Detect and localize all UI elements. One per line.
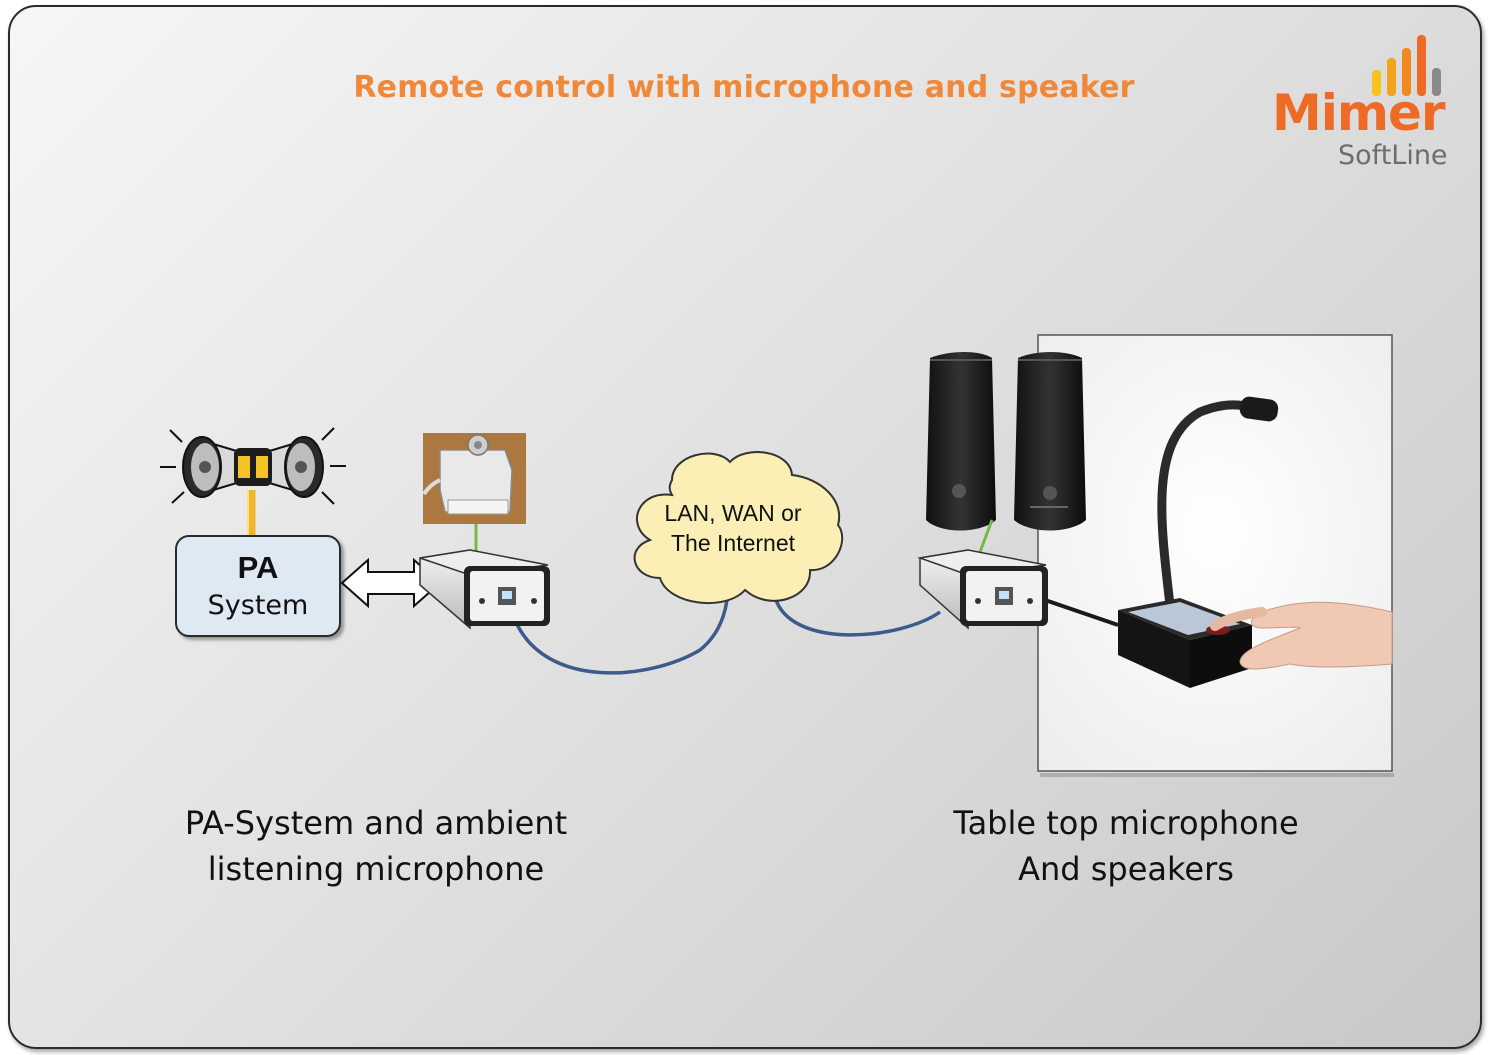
logo-bar-5: [1432, 68, 1441, 96]
logo-subtitle: SoftLine: [1338, 140, 1448, 171]
logo-bar-3: [1402, 48, 1411, 96]
pa-box-subtitle: System: [207, 590, 309, 621]
pa-box-title: PA: [237, 550, 279, 585]
mic-cable: [1044, 598, 1119, 627]
green-wire-right: [978, 519, 994, 553]
logo-bar-1: [1372, 70, 1381, 96]
network-interface-right-icon: [917, 549, 1048, 630]
logo-name: Mimer: [1272, 84, 1446, 142]
cloud-label: LAN, WAN or The Internet: [628, 498, 838, 558]
cloud-icon: [633, 451, 844, 604]
network-interface-left-icon: [419, 549, 550, 630]
megaphones-icon: [160, 427, 346, 537]
logo-bar-4: [1417, 35, 1426, 96]
cloud-line-1: LAN, WAN or: [664, 500, 802, 526]
speakers-photo: [926, 352, 1086, 531]
caption-right-line-2: And speakers: [1018, 850, 1234, 888]
caption-left-line-2: listening microphone: [207, 850, 545, 888]
cable-left: [513, 584, 730, 675]
pa-system-box: PA System: [175, 535, 341, 637]
caption-right-line-1: Table top microphone: [953, 804, 1299, 842]
gooseneck-microphone-photo: [1118, 396, 1393, 688]
caption-left-line-1: PA-System and ambient: [184, 804, 568, 842]
mimer-logo-icon: [1372, 35, 1441, 96]
logo-bar-2: [1387, 58, 1396, 96]
microphone-photo-frame: [1037, 334, 1393, 772]
cloud-line-2: The Internet: [670, 530, 796, 556]
diagram-title: Remote control with microphone and speak…: [353, 70, 1135, 105]
cable-right: [773, 596, 942, 637]
junction-box-photo: [422, 433, 526, 524]
caption-left: PA-System and ambient listening micropho…: [176, 800, 576, 892]
caption-right: Table top microphone And speakers: [926, 800, 1326, 892]
